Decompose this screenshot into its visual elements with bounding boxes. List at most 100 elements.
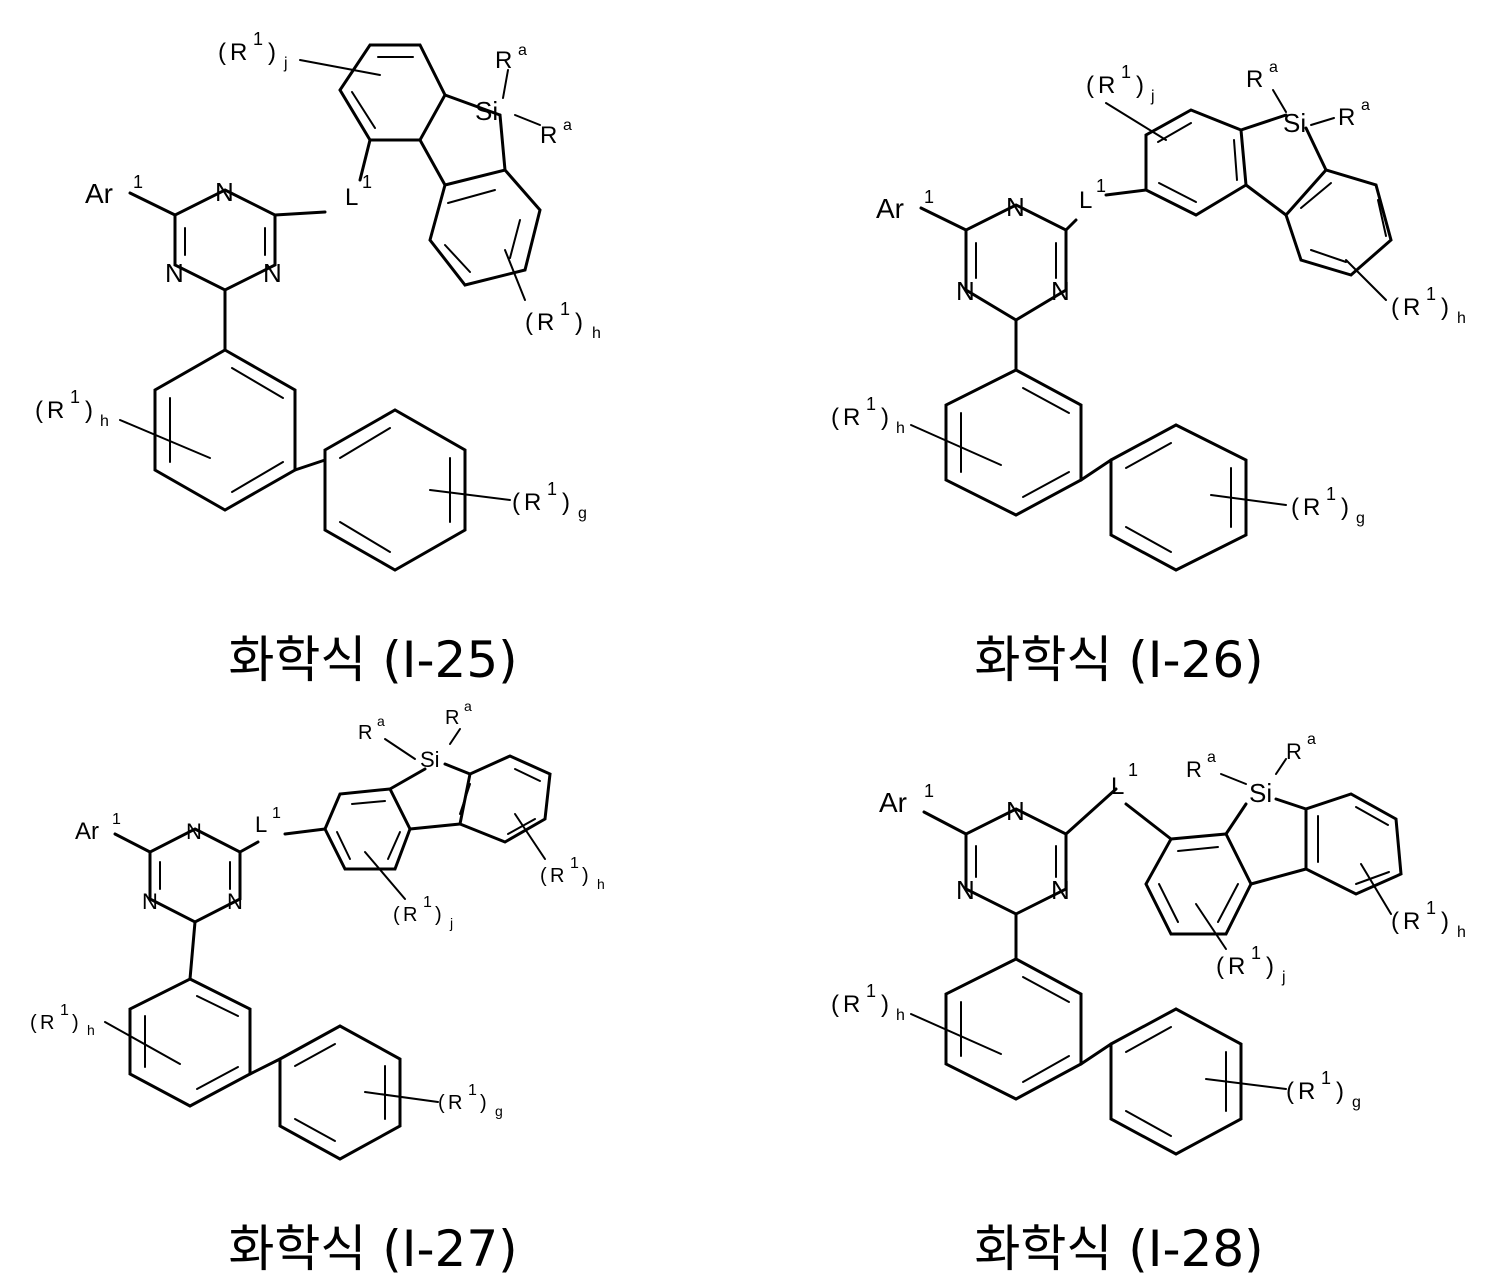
- svg-text:): ): [562, 489, 570, 516]
- r1-h-label: ( R 1 ) h: [831, 981, 905, 1024]
- nitrogen-label: N: [1006, 192, 1025, 222]
- structure-panel-I-25: Ar 1 N N N Si L 1 R a R a ( R 1 ) j ( R …: [0, 0, 746, 644]
- svg-text:R: R: [524, 489, 541, 516]
- svg-text:): ): [575, 309, 583, 336]
- ar-bond: [130, 193, 175, 215]
- phenyl-ring-b: [325, 410, 465, 570]
- phenyl-ring-a: [155, 350, 295, 510]
- svg-text:): ): [480, 1092, 487, 1114]
- svg-text:): ): [85, 397, 93, 424]
- linker-label: L: [255, 812, 267, 837]
- svg-text:h: h: [597, 876, 605, 892]
- svg-text:1: 1: [866, 981, 876, 1001]
- r1-h-label: ( R 1 ) h: [30, 1002, 95, 1038]
- linker-bond: [1066, 789, 1116, 834]
- structure-drawing: Ar 1 N N N Si L 1 R a R a ( R 1 ) j ( R …: [0, 0, 746, 600]
- nitrogen-label: N: [142, 889, 158, 914]
- svg-text:1: 1: [547, 479, 557, 499]
- svg-text:): ): [435, 904, 442, 926]
- svg-text:h: h: [1457, 924, 1466, 941]
- svg-text:h: h: [100, 413, 109, 430]
- svg-text:1: 1: [468, 1082, 477, 1099]
- nitrogen-label: N: [1051, 875, 1070, 905]
- phenyl-ring-a: [946, 370, 1081, 515]
- svg-text:R: R: [1286, 739, 1302, 764]
- structure-drawing: Ar 1 N N N Si L 1 R a R a ( R 1 ) j ( R …: [746, 0, 1492, 600]
- svg-text:1: 1: [253, 29, 263, 49]
- r1-h-label: ( R 1 ) h: [1391, 284, 1466, 327]
- svg-text:(: (: [1216, 953, 1224, 980]
- svg-text:a: a: [1361, 97, 1370, 114]
- svg-text:1: 1: [423, 894, 432, 911]
- svg-text:(: (: [1291, 494, 1299, 521]
- svg-text:(: (: [831, 404, 839, 431]
- svg-text:a: a: [518, 42, 527, 59]
- structure-caption: 화학식 (I-28): [746, 1209, 1492, 1281]
- nitrogen-label: N: [1006, 796, 1025, 826]
- svg-text:R: R: [550, 865, 564, 887]
- svg-text:R: R: [1303, 494, 1320, 521]
- svg-text:R: R: [1338, 104, 1355, 131]
- ar-bond: [924, 812, 966, 834]
- svg-text:R: R: [1186, 757, 1202, 782]
- svg-text:(: (: [1391, 294, 1399, 321]
- svg-text:R: R: [358, 722, 372, 744]
- svg-text:1: 1: [133, 172, 143, 192]
- r1-g-label: ( R 1 ) g: [1286, 1068, 1361, 1111]
- svg-text:): ): [1441, 294, 1449, 321]
- svg-text:(: (: [1286, 1078, 1294, 1105]
- svg-text:(: (: [1086, 72, 1094, 99]
- svg-text:1: 1: [1426, 898, 1436, 918]
- silicon-label: Si: [1249, 778, 1272, 808]
- silafluorene-ring-upper: [340, 45, 445, 140]
- svg-text:): ): [881, 404, 889, 431]
- svg-text:): ): [881, 991, 889, 1018]
- nitrogen-label: N: [186, 819, 202, 844]
- svg-text:R: R: [445, 707, 459, 729]
- svg-text:(: (: [540, 865, 547, 887]
- svg-text:R: R: [1228, 953, 1245, 980]
- svg-text:(: (: [35, 397, 43, 424]
- svg-text:j: j: [1150, 88, 1155, 105]
- silafluorene-ring-right: [460, 756, 550, 842]
- svg-text:1: 1: [1426, 284, 1436, 304]
- svg-text:g: g: [1356, 510, 1365, 527]
- svg-text:R: R: [403, 904, 417, 926]
- ar-bond: [921, 208, 966, 230]
- svg-text:a: a: [464, 698, 472, 714]
- svg-text:a: a: [1307, 731, 1316, 748]
- svg-text:): ): [1341, 494, 1349, 521]
- silafluorene-ring-left: [325, 789, 410, 869]
- r1-j-label: ( R 1 ) j: [218, 29, 288, 72]
- silicon-label: Si: [420, 747, 440, 772]
- svg-text:1: 1: [1321, 1068, 1331, 1088]
- svg-text:R: R: [540, 122, 557, 149]
- svg-text:R: R: [843, 404, 860, 431]
- nitrogen-label: N: [227, 889, 243, 914]
- r1-g-label: ( R 1 ) g: [438, 1082, 503, 1119]
- svg-text:R: R: [843, 991, 860, 1018]
- svg-text:h: h: [1457, 310, 1466, 327]
- svg-text:R: R: [1298, 1078, 1315, 1105]
- nitrogen-label: N: [165, 258, 184, 288]
- svg-text:R: R: [47, 397, 64, 424]
- svg-text:(: (: [438, 1092, 445, 1114]
- structure-drawing: Ar 1 N N N Si L 1 R a R a ( R 1 ) j ( R …: [746, 644, 1492, 1204]
- svg-text:1: 1: [1251, 943, 1261, 963]
- svg-text:(: (: [30, 1012, 37, 1034]
- svg-text:): ): [1266, 953, 1274, 980]
- svg-text:R: R: [1246, 66, 1263, 93]
- linker-bond: [240, 842, 258, 852]
- svg-text:1: 1: [560, 299, 570, 319]
- svg-text:1: 1: [570, 855, 579, 872]
- ar-bond: [115, 834, 150, 852]
- r1-g-label: ( R 1 ) g: [512, 479, 587, 522]
- svg-text:): ): [1136, 72, 1144, 99]
- phenyl-ring-b: [280, 1026, 400, 1159]
- svg-text:1: 1: [1326, 484, 1336, 504]
- svg-text:R: R: [495, 47, 512, 74]
- silafluorene-ring-lower: [430, 170, 540, 285]
- svg-text:a: a: [1207, 749, 1216, 766]
- nitrogen-label: N: [1051, 276, 1070, 306]
- phenyl-ring-a: [946, 959, 1081, 1099]
